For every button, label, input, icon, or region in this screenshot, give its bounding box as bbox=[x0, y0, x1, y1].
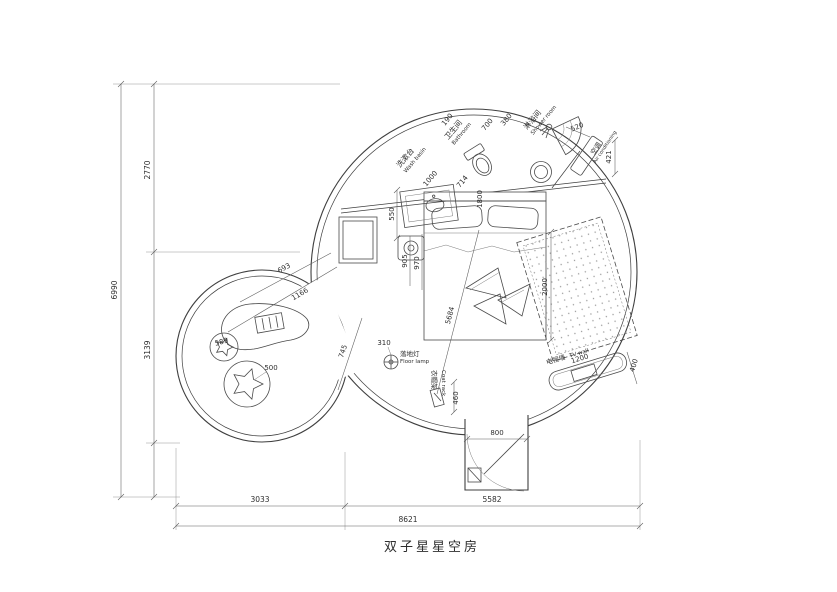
passage-opening bbox=[299, 277, 361, 381]
dim-ac-side: 421 bbox=[605, 150, 613, 163]
dim-left-chain: 6990 2770 3139 bbox=[110, 80, 340, 501]
label-tv-wall-zh: 电视墙 bbox=[545, 352, 567, 366]
leader-stool bbox=[253, 371, 267, 381]
dim-bed-b: 970 bbox=[413, 256, 421, 269]
coat-rack-icon bbox=[429, 387, 445, 408]
dim-overall-width: 8621 bbox=[398, 515, 417, 524]
dim-lamp-offset: 310 bbox=[377, 339, 390, 347]
door-leaf bbox=[483, 433, 525, 475]
shower-spray-fan bbox=[551, 116, 582, 156]
stool-star-small bbox=[209, 332, 239, 362]
dim-height-lower: 3139 bbox=[143, 340, 152, 359]
dim-toilet-width: 714 bbox=[455, 174, 470, 190]
toilet bbox=[463, 143, 492, 176]
label-coat-rack: 衣帽架 Coat rack bbox=[430, 370, 446, 397]
dim-tv-depth: 400 bbox=[626, 351, 640, 385]
headboard bbox=[423, 191, 547, 202]
bed bbox=[423, 191, 547, 341]
dim-top-c: 380 bbox=[499, 112, 514, 127]
dim-width-right: 5582 bbox=[482, 495, 501, 504]
dim-bottom-chain: 3033 5582 8621 bbox=[172, 440, 644, 530]
washbasin bbox=[399, 183, 459, 229]
door-swing bbox=[466, 433, 525, 492]
pillow bbox=[487, 205, 539, 230]
label-floor-lamp: 落地灯 Floor lamp bbox=[400, 349, 430, 365]
dim-height-upper: 2770 bbox=[143, 160, 152, 179]
floor-lamp-icon bbox=[383, 346, 399, 370]
dim-stool-small: 589 bbox=[214, 336, 229, 347]
shower-head-icon bbox=[539, 123, 553, 139]
dim-overall-height: 6990 bbox=[110, 280, 119, 299]
dim-bathroom-width: 1800 bbox=[476, 190, 484, 208]
carpet bbox=[516, 216, 638, 362]
tub-counter bbox=[221, 303, 310, 351]
dim-coat-rack-width: 460 bbox=[452, 391, 460, 404]
dim-width-left: 3033 bbox=[250, 495, 269, 504]
dim-top-b: 700 bbox=[480, 117, 495, 132]
dim-door bbox=[463, 435, 531, 443]
dim-bed-length: 2000 bbox=[541, 278, 549, 296]
dim-coat-rack bbox=[450, 378, 458, 416]
dim-stool-large: 500 bbox=[264, 364, 277, 372]
blanket-triangles bbox=[464, 267, 531, 325]
nightstand bbox=[397, 235, 425, 261]
svg-text:400: 400 bbox=[628, 358, 640, 373]
svg-text:落地灯: 落地灯 bbox=[400, 349, 420, 358]
svg-text:Floor lamp: Floor lamp bbox=[400, 359, 430, 365]
dim-small-c: 745 bbox=[337, 344, 349, 359]
dim-washbasin-width: 1000 bbox=[422, 169, 440, 188]
dim-bed-a: 905 bbox=[401, 254, 409, 267]
bed-body bbox=[423, 200, 547, 341]
drawing-title: 双子星星空房 bbox=[384, 539, 480, 555]
door-mat bbox=[467, 467, 482, 483]
stool-star-large bbox=[223, 360, 271, 408]
pedestal-stool bbox=[530, 161, 552, 183]
wall-niche bbox=[338, 216, 378, 264]
dim-interior-lines bbox=[227, 126, 619, 395]
dim-door-label: 800 bbox=[490, 429, 503, 437]
svg-text:Coat rack: Coat rack bbox=[440, 370, 446, 397]
dim-washbasin-side: 550 bbox=[388, 207, 396, 220]
svg-text:衣帽架: 衣帽架 bbox=[430, 370, 439, 390]
label-tv-wall-en: TV wall bbox=[568, 348, 590, 360]
label-washbasin: 洗漱台 Wash basin bbox=[394, 146, 428, 175]
entry-vestibule: 800 bbox=[463, 415, 531, 492]
bathroom-partition bbox=[340, 150, 607, 214]
dim-room-diagonal: 5684 bbox=[444, 305, 456, 325]
door-wall-cut bbox=[465, 417, 528, 437]
